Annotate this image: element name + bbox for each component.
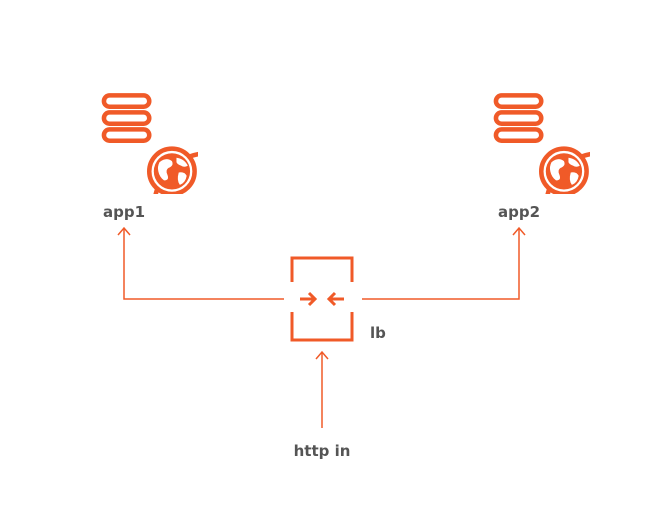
edges <box>117 226 526 428</box>
load-balancer-icon <box>290 256 354 342</box>
http-in-label: http in <box>294 442 351 460</box>
server-globe-icon <box>104 95 263 262</box>
app2-node: app2 <box>496 95 648 221</box>
app2-label: app2 <box>498 203 540 221</box>
lb-node: lb <box>290 256 386 342</box>
edge-lb-to-app2 <box>362 226 526 300</box>
http-in-node: http in <box>294 442 351 460</box>
edge-lb-to-app1 <box>117 226 284 300</box>
app1-node: app1 <box>103 95 263 262</box>
app1-label: app1 <box>103 203 145 221</box>
lb-label: lb <box>370 324 386 342</box>
edge-http-in-to-lb <box>315 350 329 428</box>
